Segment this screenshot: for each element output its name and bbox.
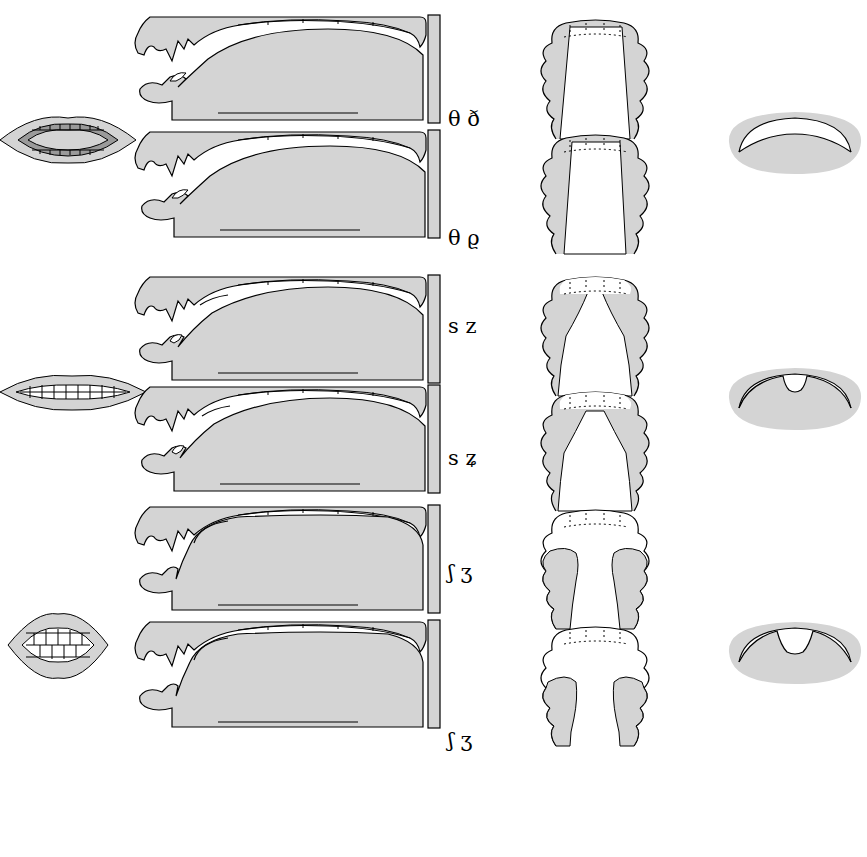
coronal-section <box>729 368 861 430</box>
phonetic-symbol-label: ʃ ʒ <box>448 560 472 585</box>
lips-rounded <box>8 614 108 679</box>
coronal-section <box>729 622 861 684</box>
palatogram <box>541 277 649 396</box>
palatogram <box>541 135 649 254</box>
phonetic-symbol-label: θ ϱ <box>448 226 480 251</box>
palatogram <box>541 20 649 139</box>
sagittal-section <box>135 385 440 493</box>
coronal-section <box>729 112 861 174</box>
lips-spread-narrow <box>0 375 146 410</box>
sagittal-section <box>135 15 440 123</box>
lips-spread-wide <box>0 117 136 163</box>
phonetic-symbol-label: s ʑ <box>448 446 477 471</box>
palatogram <box>541 510 649 629</box>
phonetic-symbol-label: ʃ ʒ <box>448 728 472 753</box>
sagittal-section <box>135 130 440 238</box>
sagittal-section <box>135 275 440 383</box>
phonetic-symbol-label: θ ð <box>448 107 480 132</box>
palatogram <box>541 392 649 511</box>
sagittal-section <box>135 505 440 613</box>
phonetic-symbol-label: s z <box>448 314 477 339</box>
palatogram <box>541 627 649 746</box>
sagittal-section <box>135 620 440 728</box>
